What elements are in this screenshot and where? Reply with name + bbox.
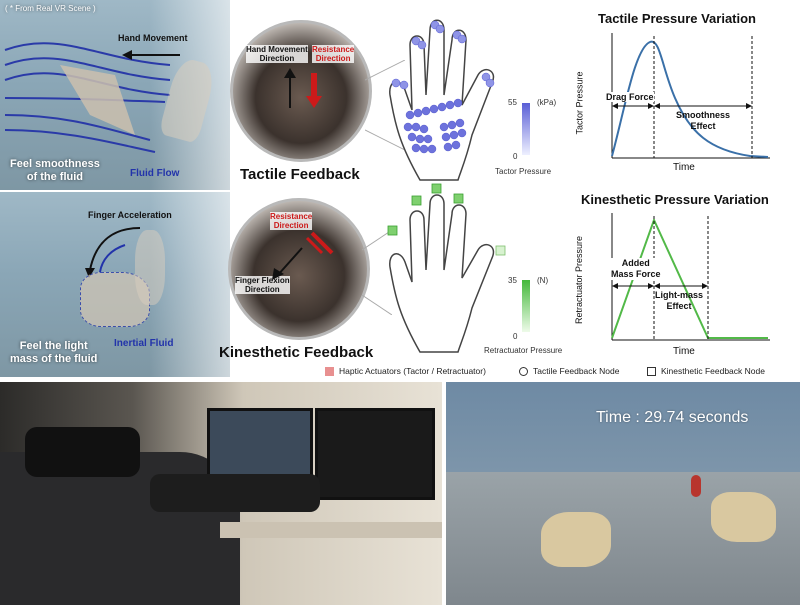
tactile-phase-2: Smoothness Effect — [676, 110, 731, 131]
inertial-fluid-label: Inertial Fluid — [114, 338, 174, 349]
kinesthetic-hand-diagram — [387, 183, 506, 353]
kin-resistance-label: Resistance Direction — [270, 212, 313, 230]
tactile-scale-label: Tactor Pressure — [495, 167, 552, 176]
legend-actuators: Haptic Actuators (Tactor / Retractuator) — [339, 366, 486, 376]
tactile-node-symbol — [519, 367, 528, 376]
tactile-resistance-label: Resistance Direction — [312, 45, 355, 63]
kinesthetic-feedback-title: Kinesthetic Feedback — [219, 344, 374, 361]
feel-light-mass-label: Feel the light mass of the fluid — [10, 340, 98, 365]
kin-flexion-label: Finger Flexion Direction — [235, 276, 290, 294]
kin-scale-min: 0 — [513, 332, 518, 341]
ghost-hand-2 — [135, 230, 165, 305]
tactile-pressure-chart — [611, 33, 770, 159]
tactile-scale-min: 0 — [513, 152, 518, 161]
tactile-curve — [611, 40, 769, 158]
red-object — [691, 475, 701, 497]
vr-headset — [25, 427, 140, 477]
tactile-glove-photo — [230, 20, 372, 162]
fluid-flow-label: Fluid Flow — [130, 168, 180, 179]
legend-kinesthetic-node: Kinesthetic Feedback Node — [661, 366, 765, 376]
tactile-scale-unit: (kPa) — [537, 98, 557, 107]
vr-hand-left — [541, 512, 611, 567]
tactile-phase-1: Drag Force — [606, 92, 654, 102]
vr-scene-photo: Time : 29.74 seconds — [446, 382, 800, 605]
vr-note: ( * From Real VR Scene ) — [5, 4, 96, 13]
kinesthetic-color-scale — [522, 280, 530, 332]
monitor-left — [207, 408, 313, 480]
tactile-ylabel: Tactor Pressure — [574, 71, 585, 135]
vr-hand-right — [711, 492, 776, 542]
tactile-zoom-lines — [365, 60, 405, 150]
kin-phase-2: Light-mass Effect — [655, 290, 704, 311]
hand-movement-arrow — [122, 50, 180, 60]
kinesthetic-arrows — [272, 231, 334, 280]
finger-acceleration-label: Finger Acceleration — [88, 210, 172, 220]
timer-display: Time : 29.74 seconds — [596, 409, 749, 426]
kin-phase-1: Added Mass Force — [611, 258, 661, 280]
kin-scale-label: Retractuator Pressure — [484, 346, 563, 355]
kin-ylabel: Retractuator Pressure — [574, 235, 585, 325]
tactile-xlabel: Time — [673, 162, 695, 173]
kinesthetic-zoom-lines — [362, 229, 392, 315]
legend-tactile-node: Tactile Feedback Node — [533, 366, 620, 376]
tactile-arrows — [284, 68, 322, 108]
kin-xlabel: Time — [673, 346, 695, 357]
fluid-flow-lines — [4, 42, 171, 153]
kin-chart-title: Kinesthetic Pressure Variation — [581, 192, 769, 207]
monitor-right — [315, 408, 435, 500]
haptic-glove-device — [150, 474, 320, 512]
user-setup-photo — [0, 382, 442, 605]
tactile-color-scale — [522, 103, 530, 155]
feel-smoothness-label: Feel smoothness of the fluid — [10, 158, 100, 183]
tactile-direction-label: Hand Movement Direction — [246, 45, 308, 63]
tactile-feedback-title: Tactile Feedback — [240, 166, 360, 183]
tactile-hand-diagram — [389, 19, 495, 181]
tactile-scale-max: 55 — [508, 98, 517, 107]
kinesthetic-node-symbol — [647, 367, 656, 376]
kin-scale-max: 35 — [508, 276, 517, 285]
desk — [220, 522, 442, 538]
inertial-hand — [80, 272, 150, 327]
actuator-swatch — [325, 367, 334, 376]
hand-movement-label: Hand Movement — [118, 33, 188, 43]
kin-scale-unit: (N) — [537, 276, 549, 285]
tactile-chart-title: Tactile Pressure Variation — [598, 11, 756, 26]
legend: Haptic Actuators (Tactor / Retractuator)… — [325, 366, 795, 378]
